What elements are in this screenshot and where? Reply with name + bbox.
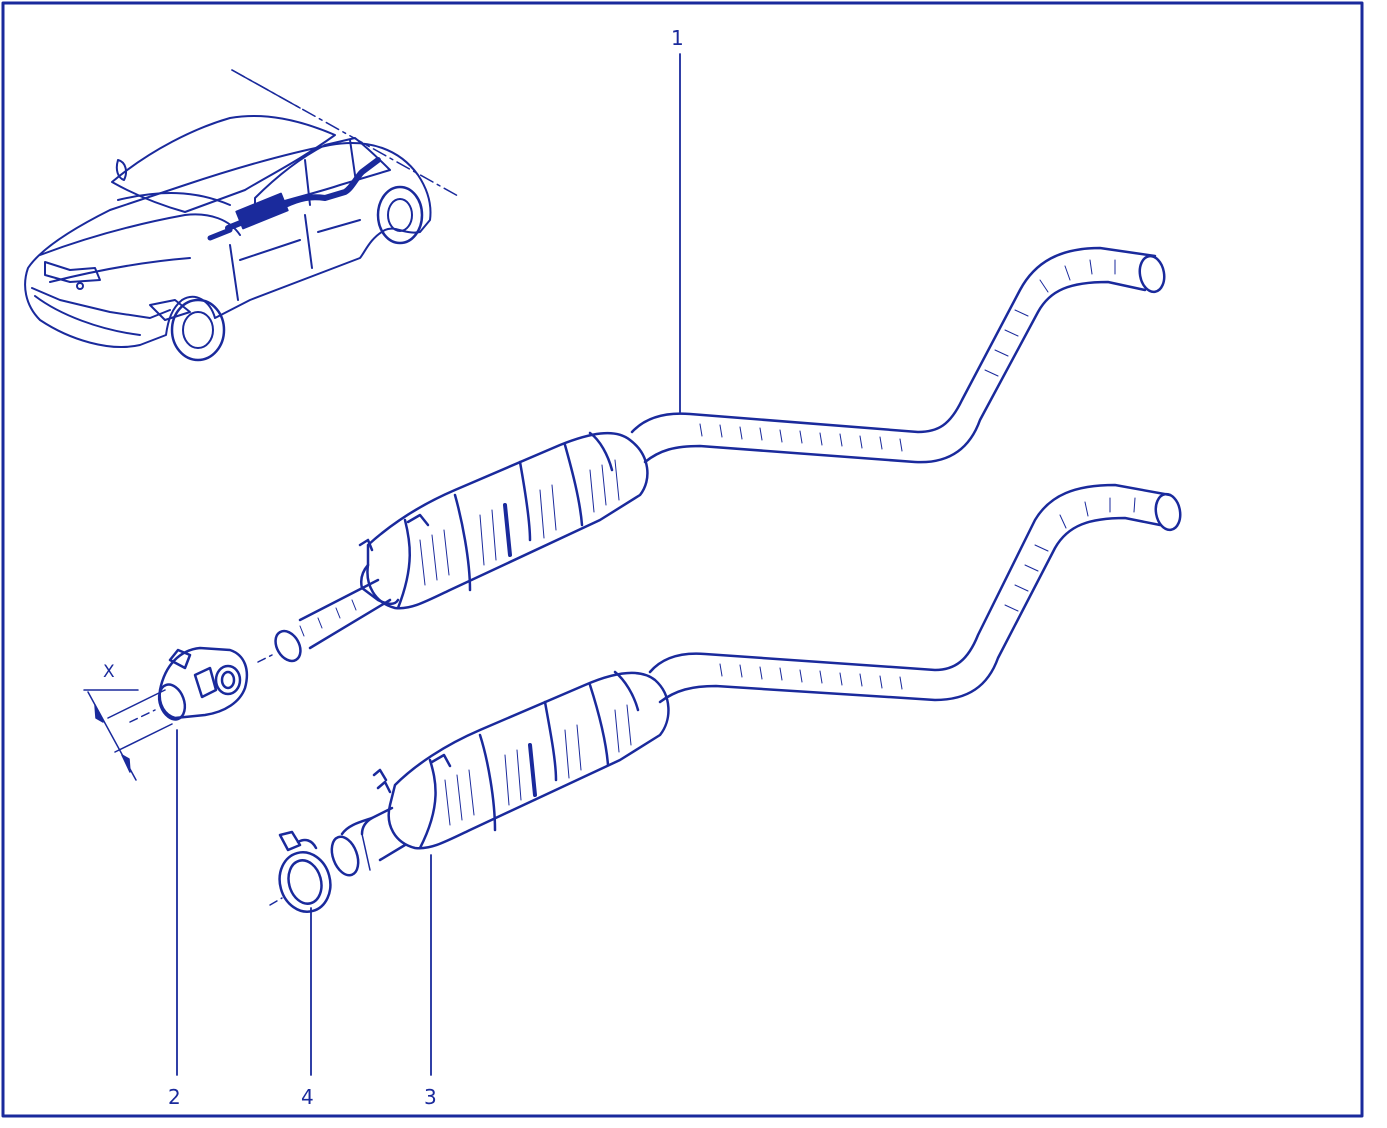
- callout-label-3: 3: [424, 1085, 437, 1109]
- frame-border: [1, 1, 1364, 1118]
- ring-clamp-part-4: [269, 830, 332, 913]
- callout-label-2: 2: [168, 1085, 181, 1109]
- exhaust-assembly-3: [330, 483, 1182, 877]
- leader-lines: [176, 53, 681, 1076]
- car-location-illustration: [24, 69, 459, 362]
- clamp-part-2: [129, 646, 273, 723]
- dimension-x-marker: [83, 689, 173, 781]
- callout-label-4: 4: [301, 1085, 314, 1109]
- dimension-x-label: X: [103, 662, 115, 682]
- callout-label-1: 1: [671, 26, 684, 50]
- exhaust-assembly-1: [274, 246, 1166, 663]
